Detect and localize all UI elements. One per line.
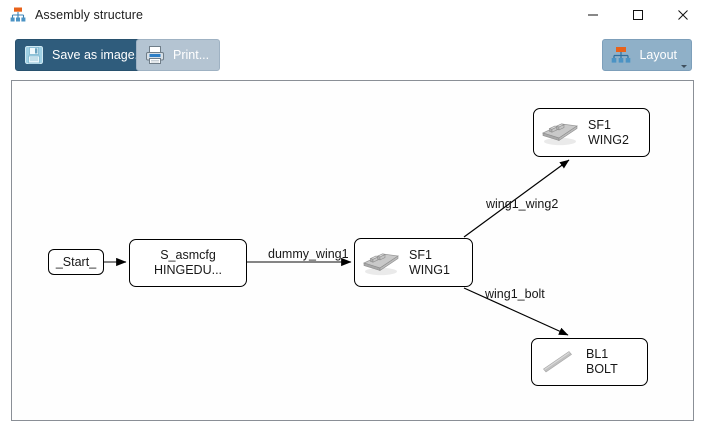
part-wing-icon bbox=[361, 243, 401, 282]
node-asmcfg-line1: S_asmcfg bbox=[160, 248, 216, 262]
node-bolt-label: BL1 BOLT bbox=[586, 347, 618, 377]
layout-button[interactable]: Layout bbox=[602, 39, 692, 71]
node-asmcfg-line2: HINGEDU... bbox=[153, 263, 223, 277]
node-start-label: _Start_ bbox=[55, 254, 97, 269]
node-wing2-label: SF1 WING2 bbox=[588, 118, 629, 148]
graph-edges bbox=[104, 159, 570, 336]
graph-node-start[interactable]: _Start_ bbox=[48, 249, 104, 275]
node-wing1-line1: SF1 bbox=[409, 247, 432, 262]
window-controls bbox=[570, 0, 705, 29]
window-title: Assembly structure bbox=[35, 7, 144, 22]
graph-canvas[interactable]: _Start_ S_asmcfg HINGEDU... bbox=[11, 80, 694, 421]
print-button[interactable]: Print... bbox=[136, 39, 221, 71]
close-icon[interactable] bbox=[660, 0, 705, 29]
edge-label-dummy-wing1: dummy_wing1 bbox=[268, 247, 349, 261]
node-wing1-line2: WING1 bbox=[409, 262, 450, 277]
node-bolt-line1: BL1 bbox=[586, 347, 609, 361]
chevron-down-icon[interactable] bbox=[681, 65, 687, 68]
edge-wing1-bolt bbox=[463, 287, 569, 336]
toolbar: Save as image... Print... bbox=[0, 29, 705, 78]
node-wing1-label: SF1 WING1 bbox=[409, 248, 450, 278]
hierarchy-icon bbox=[609, 43, 633, 67]
graph-node-wing2[interactable]: SF1 WING2 bbox=[533, 108, 650, 157]
node-wing2-line2: WING2 bbox=[588, 132, 629, 147]
graph-node-bolt[interactable]: BL1 BOLT bbox=[531, 338, 648, 386]
edge-wing1-wing2 bbox=[463, 159, 570, 238]
hierarchy-icon bbox=[9, 6, 27, 24]
minimize-icon[interactable] bbox=[570, 0, 615, 29]
print-label: Print... bbox=[173, 48, 210, 62]
floppy-disk-icon bbox=[22, 43, 46, 67]
title-bar: Assembly structure bbox=[0, 0, 705, 29]
node-bolt-line2: BOLT bbox=[586, 362, 618, 376]
node-wing2-line1: SF1 bbox=[588, 117, 611, 132]
graph-node-wing1[interactable]: SF1 WING1 bbox=[354, 238, 473, 287]
graph-node-asmcfg[interactable]: S_asmcfg HINGEDU... bbox=[129, 239, 247, 287]
part-wing-icon bbox=[540, 113, 580, 152]
save-as-image-button[interactable]: Save as image... bbox=[15, 39, 157, 71]
printer-icon bbox=[143, 43, 167, 67]
edge-label-wing1-bolt: wing1_bolt bbox=[485, 287, 545, 301]
save-as-image-label: Save as image... bbox=[52, 48, 146, 62]
edge-label-wing1-wing2: wing1_wing2 bbox=[486, 197, 559, 211]
maximize-icon[interactable] bbox=[615, 0, 660, 29]
part-bolt-icon bbox=[538, 343, 578, 382]
node-asmcfg-label: S_asmcfg HINGEDU... bbox=[154, 248, 222, 278]
layout-label: Layout bbox=[639, 48, 677, 62]
